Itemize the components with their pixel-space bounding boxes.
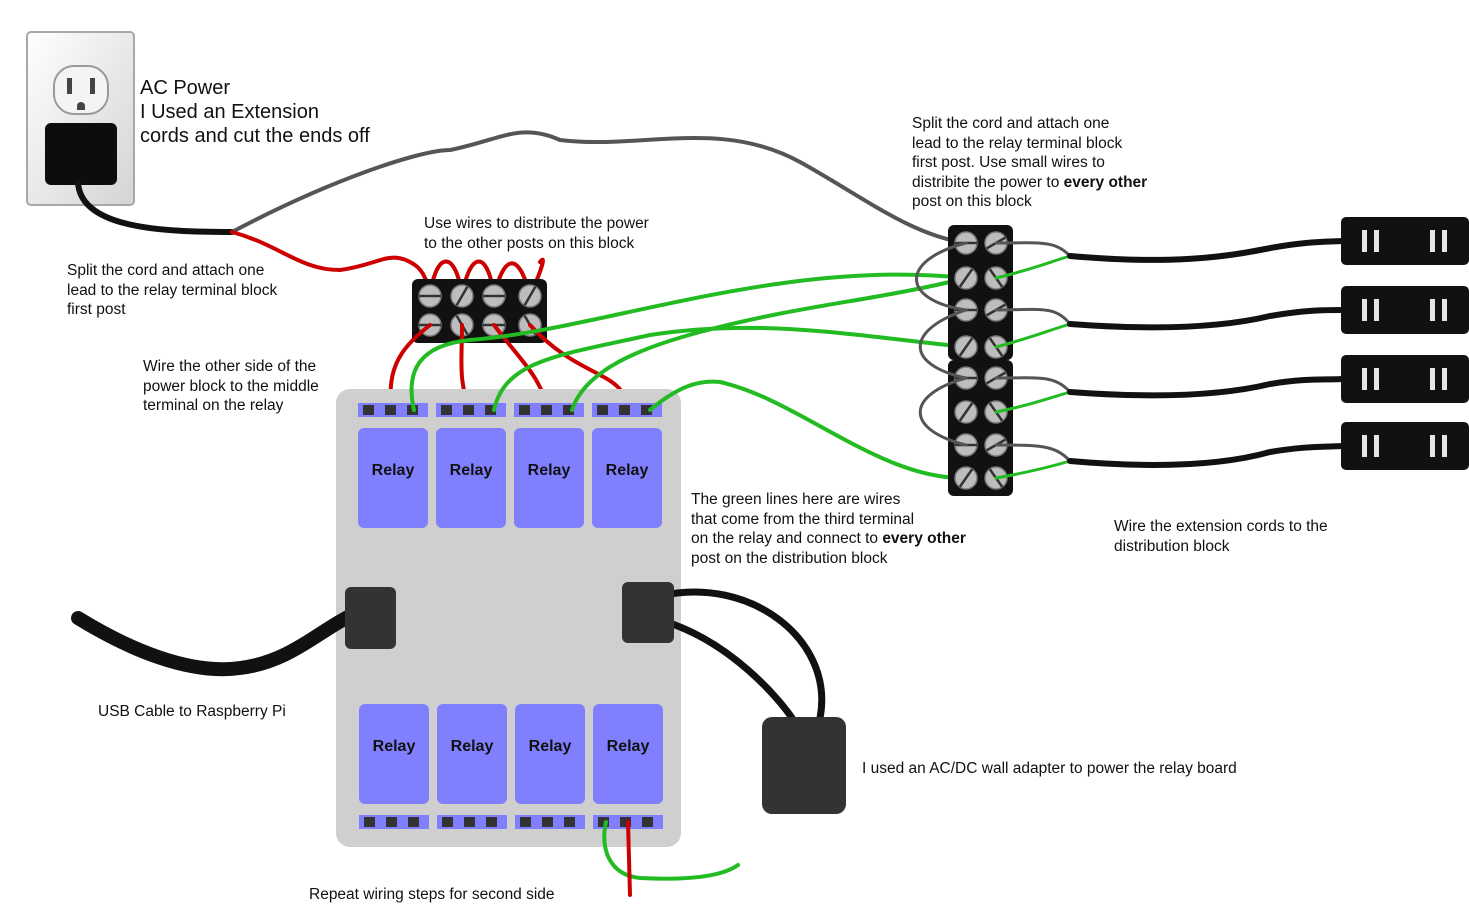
note-wire-other-side: Wire the other side of the power block t…	[143, 358, 319, 414]
relay-module: Relay	[593, 704, 663, 804]
terminal-pin	[386, 817, 397, 827]
terminal-pin	[485, 405, 496, 415]
note-split-right-tail: post on this block	[912, 193, 1032, 210]
dc-adapter-cable	[656, 588, 826, 722]
distribution-block	[948, 225, 1013, 496]
note-split-left: Split the cord and attach one lead to th…	[67, 262, 278, 318]
wall-adapter	[762, 717, 846, 814]
screw	[450, 284, 474, 308]
distribution-jumpers	[915, 241, 968, 447]
note-split-right-text: Split the cord and attach one lead to th…	[912, 115, 1123, 191]
screw	[954, 400, 978, 424]
relay-label: Relay	[451, 738, 494, 755]
terminal-pin	[598, 817, 609, 827]
note-split-right: Split the cord and attach one lead to th…	[912, 114, 1147, 212]
note-green-lines: The green lines here are wires that come…	[691, 490, 966, 568]
extension-cords	[1067, 238, 1346, 468]
terminal-pin	[563, 405, 574, 415]
relay-label: Relay	[528, 462, 571, 479]
screw	[482, 284, 506, 308]
relay-module: Relay	[358, 428, 428, 528]
relay-terminals	[358, 403, 663, 829]
extension-socket	[1341, 286, 1469, 334]
note-green-lines-bold: every other	[882, 530, 966, 547]
relay-module: Relay	[437, 704, 507, 804]
relay-module: Relay	[514, 428, 584, 528]
terminal-pin	[463, 405, 474, 415]
outlet-plug	[45, 123, 117, 185]
terminal-pin	[464, 817, 475, 827]
signal-wires	[409, 272, 968, 481]
screw	[954, 335, 978, 359]
terminal-pin	[564, 817, 575, 827]
wall-outlet	[26, 31, 135, 206]
terminal-pin	[408, 817, 419, 827]
relay-label: Relay	[606, 462, 649, 479]
extension-socket	[1341, 217, 1469, 265]
terminal-pin	[597, 405, 608, 415]
relay-module: Relay	[592, 428, 662, 528]
terminal-pin	[363, 405, 374, 415]
relay-label: Relay	[372, 462, 415, 479]
extension-socket	[1341, 355, 1469, 403]
terminal-pin	[542, 817, 553, 827]
neutral-wire-main	[230, 130, 968, 245]
terminal-pin	[541, 405, 552, 415]
usb-port	[345, 587, 396, 649]
note-usb-cable: USB Cable to Raspberry Pi	[98, 703, 286, 720]
dc-power-port	[622, 582, 674, 643]
terminal-pin	[441, 405, 452, 415]
ac-feed-wire	[230, 230, 432, 298]
terminal-pin	[620, 817, 631, 827]
note-wire-extension: Wire the extension cords to the distribu…	[1114, 518, 1328, 555]
terminal-pin	[642, 817, 653, 827]
terminal-pin	[519, 405, 530, 415]
extension-sockets	[1341, 217, 1469, 470]
screw	[954, 266, 978, 290]
relay-label: Relay	[529, 738, 572, 755]
terminal-pin	[619, 405, 630, 415]
terminal-pin	[442, 817, 453, 827]
terminal-pin	[385, 405, 396, 415]
note-split-right-bold: every other	[1063, 173, 1148, 191]
usb-cable	[71, 608, 359, 677]
terminal-pin	[520, 817, 531, 827]
note-adapter: I used an AC/DC wall adapter to power th…	[862, 760, 1237, 777]
terminal-pin	[364, 817, 375, 827]
power-terminal-block	[412, 279, 547, 343]
extension-socket	[1341, 422, 1469, 470]
note-use-wires: Use wires to distribute the power to the…	[424, 215, 649, 252]
repeat-wires	[602, 820, 740, 897]
terminal-pin	[486, 817, 497, 827]
screw	[954, 466, 978, 490]
note-repeat: Repeat wiring steps for second side	[309, 886, 555, 903]
relay-module: Relay	[359, 704, 429, 804]
relay-label: Relay	[373, 738, 416, 755]
terminal-pin	[641, 405, 652, 415]
relay-module: Relay	[515, 704, 585, 804]
relay-label: Relay	[607, 738, 650, 755]
cord-feed-wires	[994, 241, 1072, 480]
relay-label: Relay	[450, 462, 493, 479]
note-green-lines-tail: post on the distribution block	[691, 549, 888, 567]
screw	[418, 284, 442, 308]
note-ac-power: AC Power I Used an Extension cords and c…	[140, 77, 370, 147]
screw	[518, 284, 542, 308]
outlet-cord	[75, 179, 235, 235]
relay-module: Relay	[436, 428, 506, 528]
note-green-lines-text: The green lines here are wires that come…	[691, 491, 915, 547]
